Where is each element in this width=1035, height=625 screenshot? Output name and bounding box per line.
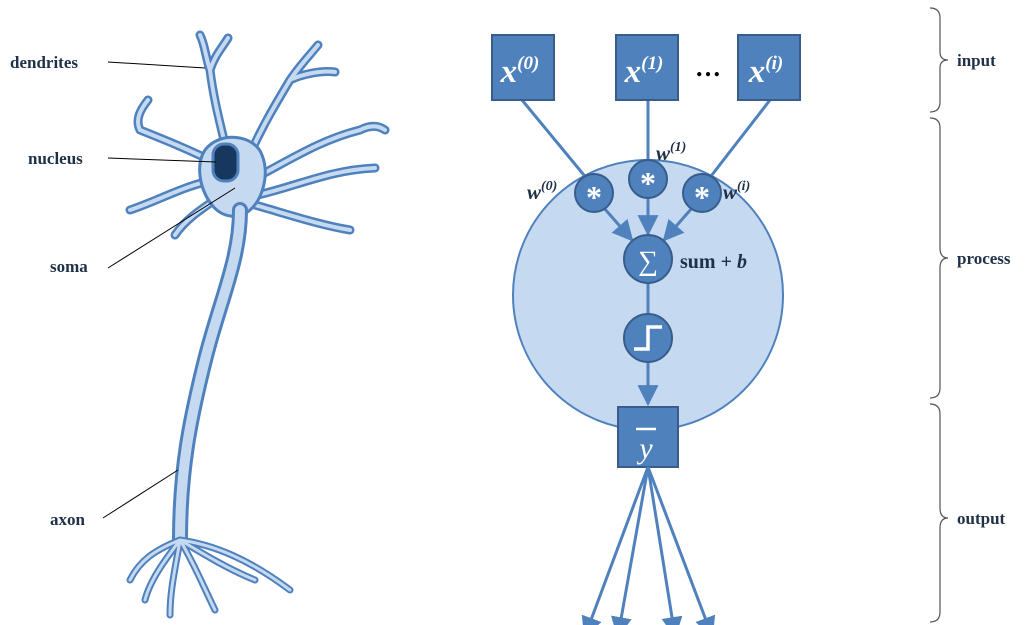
multiply-symbol-i: * <box>694 179 710 215</box>
activation-step-node <box>624 314 672 362</box>
stage-process-label: process <box>957 249 1011 268</box>
sum-label: sum + b <box>680 251 747 273</box>
sum-symbol: ∑ <box>638 246 658 277</box>
ellipsis: … <box>695 53 721 82</box>
label-leaders <box>103 62 235 518</box>
input-0-base: x <box>500 54 518 90</box>
label-dendrites: dendrites <box>10 53 78 72</box>
biological-neuron <box>130 35 385 615</box>
input-0-sup: (0) <box>517 53 539 74</box>
stage-input-label: input <box>957 51 996 70</box>
label-axon: axon <box>50 510 86 529</box>
sum-node: ∑ <box>624 235 672 283</box>
input-1-sup: (1) <box>641 53 663 74</box>
dendrites-inner <box>130 35 385 235</box>
input-box-1: x(1) <box>616 35 678 100</box>
label-soma: soma <box>50 257 88 276</box>
output-symbol: y <box>636 432 653 465</box>
multiply-symbol-0: * <box>586 179 602 215</box>
multiply-symbol-1: * <box>640 165 656 201</box>
label-nucleus: nucleus <box>28 149 83 168</box>
input-box-0: x(0) <box>492 35 554 100</box>
input-i-base: x <box>748 54 766 90</box>
stage-brackets <box>930 8 948 622</box>
input-box-i: x(i) <box>738 35 800 100</box>
nucleus-shape <box>213 144 238 181</box>
weight-label-i: w(i) <box>723 179 750 204</box>
input-1-base: x <box>624 54 642 90</box>
stage-output-label: output <box>957 509 1006 528</box>
output-box: y <box>618 407 678 467</box>
input-i-sup: (i) <box>765 53 783 74</box>
output-arrows <box>585 467 712 625</box>
perceptron: x(0) x(1) … x(i) * * * <box>492 35 800 625</box>
